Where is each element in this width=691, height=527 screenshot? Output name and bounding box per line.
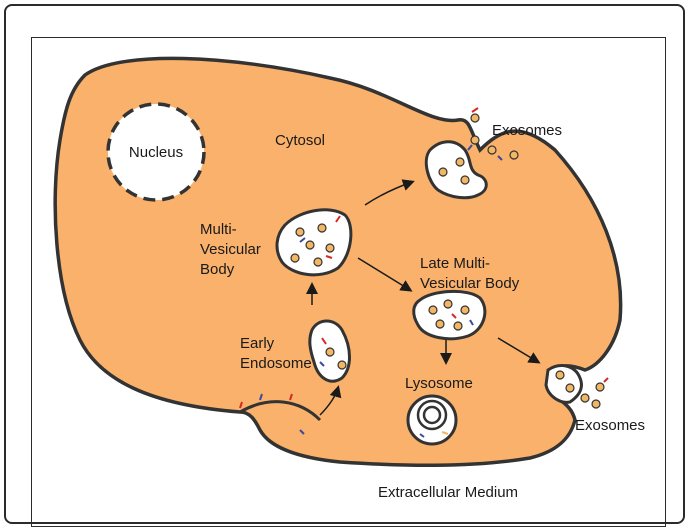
label-early-endosome-line2: Endosome [240,355,312,372]
label-cytosol: Cytosol [275,132,325,149]
label-exosomes-top: Exosomes [492,122,562,139]
label-lysosome: Lysosome [405,375,473,392]
label-extracellular-medium: Extracellular Medium [378,484,518,501]
label-late-mvb-line2: Vesicular Body [420,275,520,292]
label-nucleus: Nucleus [129,144,183,161]
label-mvb-line1: Multi- [200,221,237,238]
lysosome [408,396,456,444]
late-multi-vesicular-body [414,291,485,338]
label-mvb-line3: Body [200,261,235,278]
label-late-mvb-line1: Late Multi- [420,255,490,272]
label-exosomes-right: Exosomes [575,417,645,434]
exosome-pocket-right [546,366,581,403]
label-early-endosome-line1: Early [240,335,275,352]
diagram-canvas: Nucleus Cytosol Multi- Vesicular Body La… [0,0,691,509]
label-mvb-line2: Vesicular [200,241,261,258]
